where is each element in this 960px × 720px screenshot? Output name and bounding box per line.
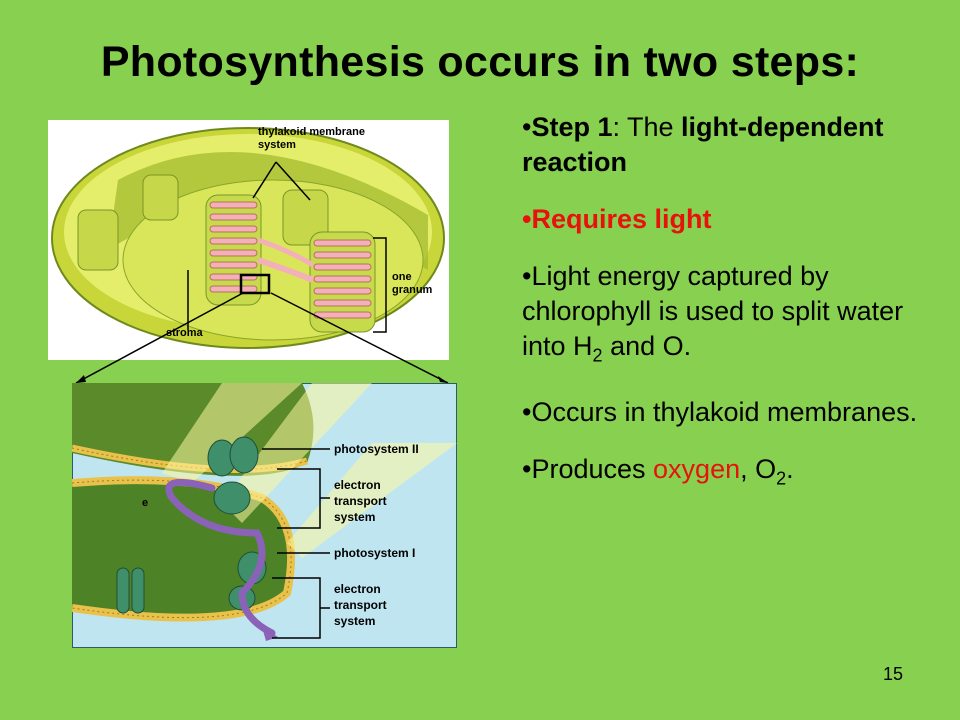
chloroplast-diagram: thylakoid membrane system one granum str… xyxy=(48,120,449,360)
etc2-label-line2: transport xyxy=(334,598,387,612)
granum-label-line2: granum xyxy=(392,284,433,296)
etc2-label-line1: electron xyxy=(334,582,381,596)
etc1-label-line2: transport xyxy=(334,494,387,508)
etc2-label-line3: system xyxy=(334,614,375,628)
etc1-label-line1: electron xyxy=(334,478,381,492)
etc1-label-line3: system xyxy=(334,510,375,524)
thylakoid-label-line1: thylakoid membrane xyxy=(258,126,365,138)
granum-stack-left xyxy=(205,194,262,306)
granum-label-line1: one xyxy=(392,271,412,283)
bullet-list: •Step 1: The light-dependent reaction •R… xyxy=(522,110,942,519)
bullet-step1: •Step 1: The light-dependent reaction xyxy=(522,112,884,177)
bullet-produces-oxygen: •Produces oxygen, O2. xyxy=(522,454,794,489)
zoom-box xyxy=(239,273,271,295)
electron-label: e xyxy=(142,497,148,509)
page-number: 15 xyxy=(882,664,903,684)
granum-stack-right xyxy=(309,231,376,333)
photosystem-ii-label: photosystem II xyxy=(334,442,419,456)
thylakoid-label-line2: system xyxy=(258,139,296,151)
slide-title: Photosynthesis occurs in two steps: xyxy=(100,38,860,86)
thylakoid-membrane-diagram: e photosystem II electron transport syst… xyxy=(71,382,458,649)
bullet-occurs-in: •Occurs in thylakoid membranes. xyxy=(522,397,918,428)
bullet-requires-light: •Requires light xyxy=(522,204,712,234)
bullet-light-energy: •Light energy captured by chlorophyll is… xyxy=(522,261,904,366)
photosystem-i-label: photosystem I xyxy=(334,546,415,560)
